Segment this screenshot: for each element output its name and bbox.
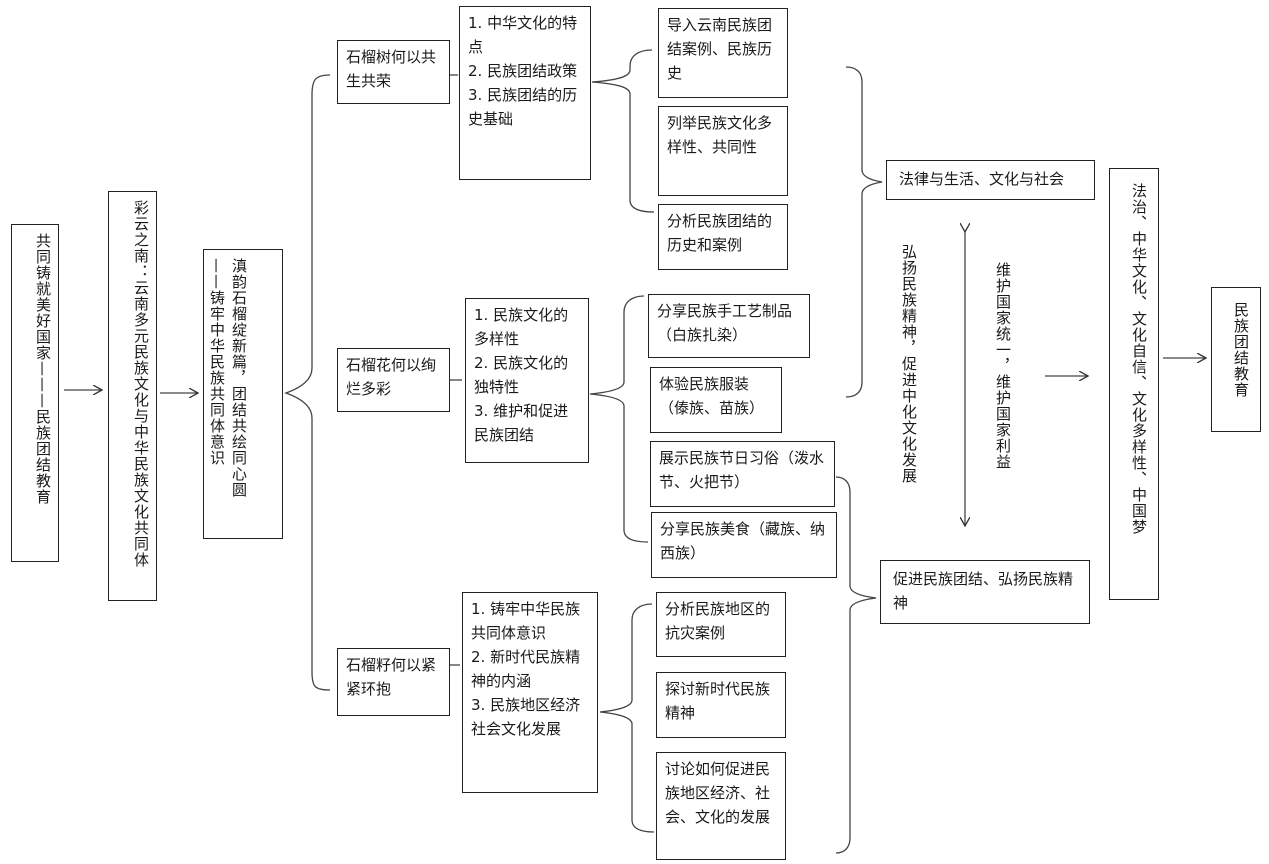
brace-to-subject-top: [845, 66, 883, 398]
activity-8: 分析民族地区的抗灾案例: [656, 592, 786, 657]
activity-5: 体验民族服装（傣族、苗族）: [650, 367, 782, 433]
subject-top-box: 法律与生活、文化与社会: [886, 160, 1095, 200]
activity-3: 分析民族团结的历史和案例: [658, 204, 788, 270]
activity-4: 分享民族手工艺制品（白族扎染）: [648, 294, 810, 358]
branch-title-1: 石榴树何以共生共荣: [337, 40, 450, 104]
final-box: 民族团结教育: [1211, 287, 1261, 432]
core-line1: 滇韵石榴绽新篇，团结共绘同心圆: [230, 258, 248, 498]
brace-points2: [589, 295, 649, 543]
core-line2: ——铸牢中华民族共同体意识: [208, 258, 226, 466]
theme-box: 彩云之南：云南多元民族文化与中华民族文化共同体: [108, 191, 157, 601]
brace-points1: [591, 49, 655, 213]
brace-core-branches: [284, 74, 331, 691]
branch-points-1: 1. 中华文化的特点 2. 民族团结政策 3. 民族团结的历史基础: [459, 6, 591, 180]
vertical-text-left: 弘扬民族精神，促进中化文化发展: [900, 244, 918, 484]
branch-points-2: 1. 民族文化的多样性 2. 民族文化的独特性 3. 维护和促进民族团结: [465, 298, 589, 463]
brace-points3: [599, 603, 655, 833]
activity-6: 展示民族节日习俗（泼水节、火把节）: [650, 441, 835, 507]
core-box: 滇韵石榴绽新篇，团结共绘同心圆 ——铸牢中华民族共同体意识: [203, 249, 283, 539]
activity-9: 探讨新时代民族精神: [656, 672, 786, 738]
branch-title-3: 石榴籽何以紧紧环抱: [337, 648, 450, 716]
root-box: 共同铸就美好国家———民族团结教育: [11, 224, 59, 562]
branch-title-2: 石榴花何以绚烂多彩: [337, 348, 450, 412]
activity-2: 列举民族文化多样性、共同性: [658, 106, 788, 196]
brace-to-subject-bottom: [835, 476, 877, 854]
branch-points-3: 1. 铸牢中华民族共同体意识 2. 新时代民族精神的内涵 3. 民族地区经济社会…: [462, 592, 598, 793]
activity-10: 讨论如何促进民族地区经济、社会、文化的发展: [656, 752, 786, 860]
activity-7: 分享民族美食（藏族、纳西族）: [651, 512, 837, 578]
activity-1: 导入云南民族团结案例、民族历史: [658, 8, 788, 98]
subject-bottom-box: 促进民族团结、弘扬民族精神: [880, 560, 1090, 624]
vertical-text-right: 维护国家统一，维护国家利益: [994, 262, 1012, 470]
values-box: 法治、中华文化、文化自信、文化多样性、中国梦: [1109, 168, 1159, 600]
